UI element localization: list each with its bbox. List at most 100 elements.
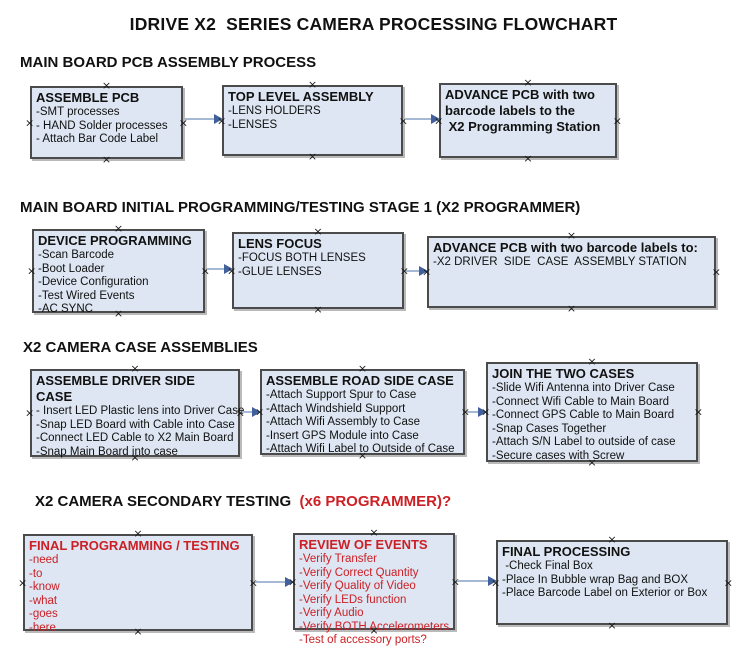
arrow-head-icon [285,577,294,587]
connector-handle-icon: × [612,114,622,127]
box-item: -Attach Windshield Support [266,402,406,415]
box-item: -Connect GPS Cable to Main Board [492,409,675,421]
box-item: -Verify Audio [299,607,364,619]
connector-handle-icon: × [307,150,318,163]
box-title: ASSEMBLE PCB [36,90,140,105]
box-item: -Verify BOTH Accelerometers [299,620,450,633]
arrow-head-icon [419,266,428,276]
box-item: -Verify Quality of Video [299,580,416,592]
box-item: -Snap Cases Together [492,422,607,435]
box-item: -Attach Wifi Label to Outside of Case [266,443,455,455]
box-item-overflowing: -Test of accessory ports? [299,634,427,646]
connector-arrow [457,576,497,586]
box-item: - Insert LED Plastic lens into Driver Ca… [36,405,245,417]
flow-box-lens-focus: × × × × LENS FOCUS -FOCUS BOTH LENSES -G… [227,226,409,315]
flow-box-top-level-assembly: × × × × TOP LEVEL ASSEMBLY -LENS HOLDERS… [217,79,408,162]
box-title: ASSEMBLE ROAD SIDE CASE [266,373,454,388]
box-item: -Connect LED Cable to X2 Main Board [36,432,234,444]
box-item: -Slide Wifi Antenna into Driver Case [492,382,675,394]
connector-arrow [242,407,261,417]
box-item: -Secure cases with Screw [492,449,625,462]
box-item: -Verify LEDs function [299,593,407,606]
box-item: -Attach S/N Label to outside of case [492,436,676,448]
box-item: -Scan Barcode [38,249,115,261]
connector-handle-icon: × [723,576,733,589]
connector-handle-icon: × [101,153,112,166]
section-heading-initial-programming: MAIN BOARD INITIAL PROGRAMMING/TESTING S… [20,199,581,216]
box-title: DEVICE PROGRAMMING [38,233,192,248]
heading-red-part: (x6 PROGRAMMER)? [295,493,452,510]
section-heading-case-assemblies: X2 CAMERA CASE ASSEMBLIES [23,339,258,356]
box-item: -LENS HOLDERS [228,105,321,117]
connector-arrow [406,266,428,276]
flow-box-device-programming: × × × × DEVICE PROGRAMMING -Scan Barcode… [27,223,210,319]
connector-handle-icon: × [566,302,577,315]
box-item: -Boot Loader [38,262,105,275]
box-title: TOP LEVEL ASSEMBLY [228,89,374,104]
box-title: LENS FOCUS [238,236,322,251]
flow-box-advance-pcb-programming-station: × × × × ADVANCE PCB with two barcode lab… [434,77,622,164]
box-item: -Place In Bubble wrap Bag and BOX [502,573,689,586]
box-item: -know [29,581,60,593]
arrow-head-icon [431,114,440,124]
connector-handle-icon: × [27,264,37,278]
flow-box-final-processing: × × × × FINAL PROCESSING -Check Final Bo… [491,534,733,631]
flow-box-assemble-pcb: × × × × ASSEMBLE PCB -SMT processes - HA… [25,80,188,165]
flow-box-final-programming-testing: × × × × FINAL PROGRAMMING / TESTING -nee… [18,528,258,637]
box-item: -SMT processes [36,106,120,118]
box-item: -to [29,567,43,580]
box-item: -Attach Wifi Assembly to Case [266,416,421,428]
box-item: -here [29,621,56,634]
box-title: FINAL PROGRAMMING / TESTING [29,538,240,553]
box-item: -need [29,554,59,566]
connector-handle-icon: × [18,576,28,589]
box-item: -Snap LED Board with Cable into Case [36,418,235,431]
box-item: -X2 DRIVER SIDE CASE ASSEMBLY STATION [433,256,687,268]
box-item: -LENSES [228,118,278,131]
flow-box-assemble-road-side-case: × × × × ASSEMBLE ROAD SIDE CASE -Attach … [255,363,470,461]
arrow-head-icon [488,576,497,586]
connector-handle-icon: × [693,405,703,419]
box-item: -Insert GPS Module into Case [266,429,419,442]
connector-arrow [185,114,223,124]
connector-handle-icon: × [607,619,617,632]
flow-box-advance-pcb-driver-side-station: × × × × ADVANCE PCB with two barcode lab… [422,230,721,314]
box-item: -what [29,594,58,607]
box-title: ASSEMBLE DRIVER SIDE CASE [36,373,199,404]
box-item: -Connect Wifi Cable to Main Board [492,395,670,408]
box-item: -Snap Main Board into case [36,445,178,458]
box-item: -Attach Support Spur to Case [266,389,417,401]
connector-handle-icon: × [25,116,35,129]
connector-arrow [207,264,233,274]
page-title: IDRIVE X2 SERIES CAMERA PROCESSING FLOWC… [129,14,618,34]
box-item: -Device Configuration [38,276,149,288]
section-heading-pcb-assembly: MAIN BOARD PCB ASSEMBLY PROCESS [20,54,317,71]
box-item: -Verify Transfer [299,553,377,565]
box-title: REVIEW OF EVENTS [299,537,428,552]
connector-handle-icon: × [25,406,35,420]
box-item: -Verify Correct Quantity [299,566,419,579]
connector-handle-icon: × [398,114,408,127]
connector-arrow [467,407,487,417]
connector-arrow [405,114,440,124]
box-item: -Check Final Box [502,560,593,572]
flow-box-join-the-two-cases: × × × × JOIN THE TWO CASES -Slide Wifi A… [481,356,703,468]
flow-box-assemble-driver-side-case: × × × × ASSEMBLE DRIVER SIDE CASE - Inse… [25,363,245,463]
arrow-head-icon [214,114,223,124]
box-title: JOIN THE TWO CASES [492,366,635,381]
connector-handle-icon: × [523,152,533,165]
box-item: - HAND Solder processes [36,119,168,132]
box-title: FINAL PROCESSING [502,544,631,559]
box-item: - Attach Bar Code Label [36,133,159,145]
box-title: ADVANCE PCB with two barcode labels to t… [445,87,601,134]
box-item: -Test Wired Events [38,289,135,302]
box-item: -FOCUS BOTH LENSES [238,252,366,264]
connector-handle-icon: × [711,265,721,279]
arrow-head-icon [478,407,487,417]
arrow-head-icon [224,264,233,274]
connector-handle-icon: × [313,303,323,316]
heading-black-part: X2 CAMERA SECONDARY TESTING [35,493,296,510]
box-item: -AC SYNC [38,303,93,315]
flow-box-review-of-events: × × × × REVIEW OF EVENTS -Verify Transfe… [288,527,460,646]
